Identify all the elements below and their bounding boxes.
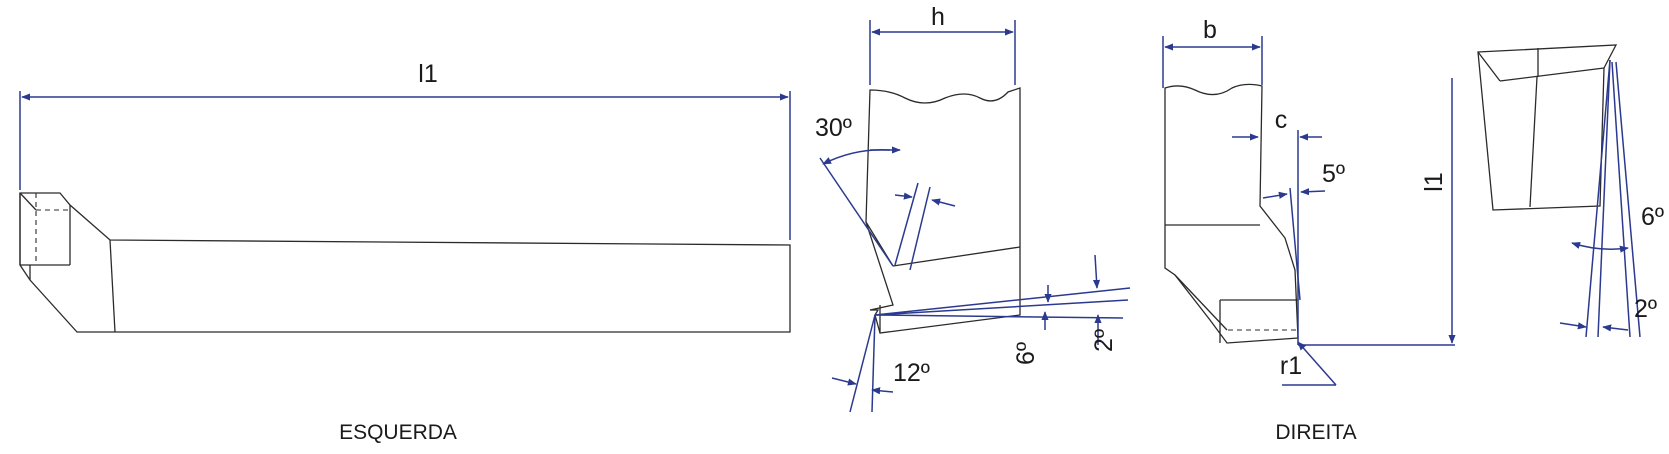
angle-30-construction	[819, 146, 901, 267]
middle-tool-front-view	[865, 87, 1021, 334]
angle-12-construction	[831, 314, 894, 413]
c-dimension	[1232, 130, 1322, 345]
caption-direita: DIREITA	[1275, 421, 1356, 444]
b-label: b	[1203, 16, 1217, 44]
angle-12-label: 12º	[893, 359, 930, 387]
angle-5-construction	[1262, 187, 1326, 301]
end-view-tool	[1477, 44, 1618, 211]
r1-dimension	[1282, 341, 1337, 386]
l1-left-dimension	[19, 91, 791, 240]
angle-6-right-label: 6º	[1641, 203, 1664, 231]
right-tool-top-view	[1164, 83, 1299, 344]
h-label: h	[931, 3, 945, 31]
angle-top-relief-construction	[894, 182, 956, 271]
angle-5-label: 5º	[1322, 160, 1345, 188]
l1-right-label: l1	[1420, 172, 1448, 191]
l1-right-dimension	[1298, 78, 1456, 346]
h-dimension	[869, 20, 1016, 85]
b-dimension	[1162, 36, 1263, 88]
angle-2-right-label: 2º	[1634, 295, 1657, 323]
angle-6-mid-label: 6º	[1012, 342, 1040, 365]
angle-2-mid-label: 2º	[1090, 329, 1118, 352]
caption-esquerda: ESQUERDA	[339, 421, 457, 444]
l1-left-label: l1	[418, 60, 437, 88]
angle-30-label: 30º	[815, 114, 852, 142]
left-tool-side-view	[19, 192, 791, 333]
c-label: c	[1275, 106, 1288, 134]
r1-label: r1	[1280, 352, 1302, 380]
angle-6-2-construction	[874, 254, 1131, 345]
end-view-angle-construction	[1559, 59, 1641, 338]
